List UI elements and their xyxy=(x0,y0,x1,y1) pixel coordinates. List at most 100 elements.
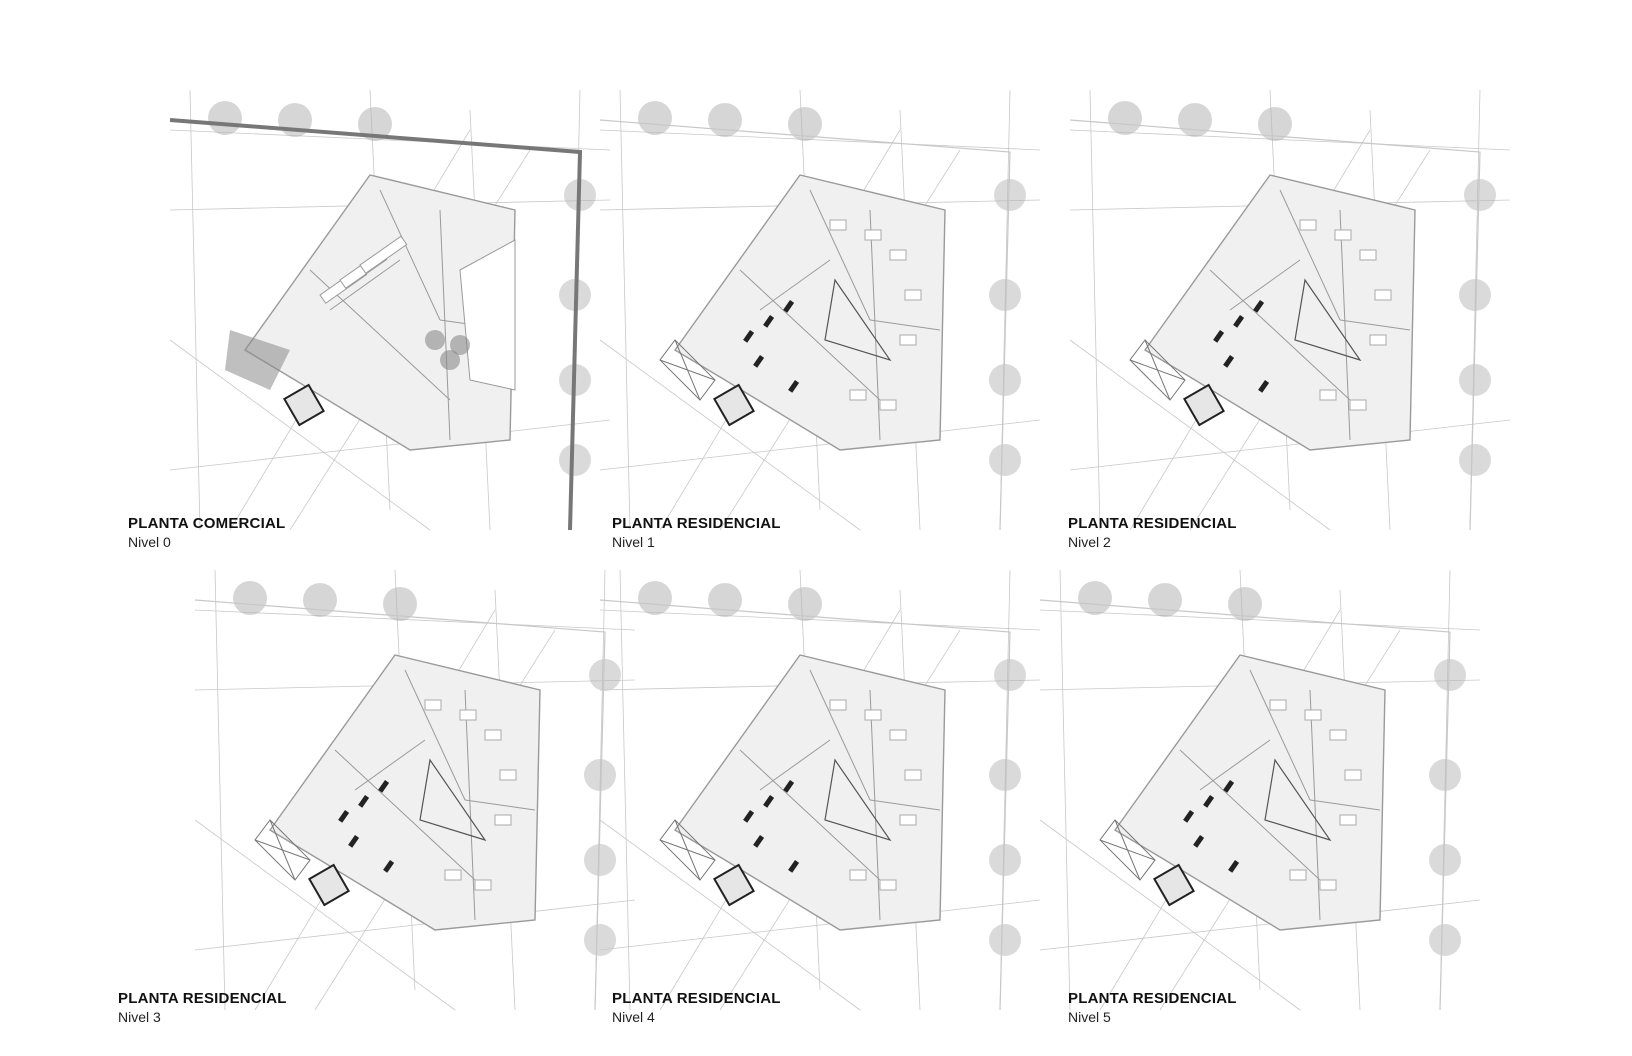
furniture xyxy=(1319,389,1337,401)
tree xyxy=(1148,583,1182,617)
tree xyxy=(1178,103,1212,137)
balcony-cross xyxy=(1099,839,1156,861)
tree xyxy=(989,364,1021,396)
furniture xyxy=(1344,769,1362,781)
plan-level: Nivel 4 xyxy=(612,1009,655,1026)
grid-line xyxy=(169,339,431,531)
furniture xyxy=(829,219,847,231)
interior-wall xyxy=(1179,749,1321,881)
tree xyxy=(1429,844,1461,876)
grid-line xyxy=(194,609,636,631)
tree xyxy=(358,107,392,141)
furniture xyxy=(849,869,867,881)
grid-line xyxy=(599,419,1041,471)
tree xyxy=(1258,107,1292,141)
building-footprint xyxy=(673,174,946,451)
furniture xyxy=(444,869,462,881)
grid-line xyxy=(1069,129,1511,151)
plan-level: Nivel 3 xyxy=(118,1009,161,1026)
structural-column xyxy=(743,809,755,823)
structural-column xyxy=(1253,299,1265,313)
plan-level: Nivel 5 xyxy=(1068,1009,1111,1026)
floor-plan-drawing xyxy=(599,89,1041,531)
elevator-core xyxy=(283,383,325,427)
elevator-core xyxy=(1153,863,1195,907)
furniture xyxy=(904,769,922,781)
structural-column xyxy=(763,315,775,328)
tree xyxy=(584,844,616,876)
plan-caption-level-0: PLANTA COMERCIAL Nivel 0 xyxy=(128,515,285,550)
floor-plan-level-5 xyxy=(1039,569,1500,1030)
furniture xyxy=(484,729,502,741)
interior-wall xyxy=(869,799,941,811)
interior-wall xyxy=(439,209,451,441)
tree xyxy=(989,759,1021,791)
structural-column xyxy=(378,779,390,793)
grid-line xyxy=(214,569,226,1011)
grid-line xyxy=(169,129,611,151)
furniture xyxy=(1339,814,1357,826)
property-boundary xyxy=(169,118,583,531)
grid-line xyxy=(1039,609,1481,631)
structural-column xyxy=(743,329,755,343)
grid-line xyxy=(169,419,611,471)
furniture xyxy=(864,229,882,241)
furniture xyxy=(899,334,917,346)
furniture xyxy=(1299,219,1317,231)
floor-plan-drawing xyxy=(1039,569,1481,1011)
interior-wall xyxy=(869,319,941,331)
tree xyxy=(708,103,742,137)
furniture xyxy=(1269,699,1287,711)
furniture xyxy=(889,249,907,261)
atrium-void xyxy=(419,758,487,842)
structural-column xyxy=(763,794,775,808)
property-boundary xyxy=(194,599,606,1011)
tree xyxy=(994,179,1026,211)
tree xyxy=(638,101,672,135)
tree xyxy=(1459,364,1491,396)
interior-wall xyxy=(759,739,831,791)
interior-wall xyxy=(1249,669,1311,801)
furniture xyxy=(474,879,492,891)
grid-line xyxy=(619,89,631,531)
structural-column xyxy=(1258,380,1270,393)
structural-column xyxy=(1228,860,1240,873)
tree xyxy=(1464,179,1496,211)
floor-plan-level-1 xyxy=(599,89,1060,550)
structural-column xyxy=(783,779,795,793)
tree xyxy=(989,924,1021,956)
floor-plan-level-0 xyxy=(169,89,630,550)
floor-plan-drawing xyxy=(169,89,611,531)
interior-wall xyxy=(1279,189,1341,321)
atrium-void xyxy=(824,278,892,362)
furniture xyxy=(1369,334,1387,346)
furniture xyxy=(1329,729,1347,741)
interior-wall xyxy=(464,689,476,921)
atrium-void xyxy=(1294,278,1362,362)
structural-column xyxy=(1213,329,1225,343)
tree xyxy=(1459,279,1491,311)
atrium-void xyxy=(1264,758,1332,842)
interior-wall xyxy=(759,259,831,311)
building-footprint xyxy=(673,654,946,931)
furniture xyxy=(889,729,907,741)
furniture xyxy=(899,814,917,826)
elevator-core xyxy=(308,863,350,907)
grid-line xyxy=(1069,419,1511,471)
interior-wall xyxy=(1209,269,1351,401)
grid-line xyxy=(194,819,456,1011)
tree xyxy=(303,583,337,617)
plan-level: Nivel 2 xyxy=(1068,534,1111,551)
property-boundary xyxy=(599,599,1011,1011)
tree xyxy=(989,444,1021,476)
interior-wall xyxy=(739,269,881,401)
grid-line xyxy=(1089,89,1101,531)
furniture xyxy=(1349,399,1367,411)
grid-line xyxy=(599,609,1041,631)
structural-column xyxy=(1223,779,1235,793)
tree xyxy=(440,350,460,370)
planting-area xyxy=(225,330,290,390)
interior-wall xyxy=(464,799,536,811)
building-footprint xyxy=(1113,654,1386,931)
